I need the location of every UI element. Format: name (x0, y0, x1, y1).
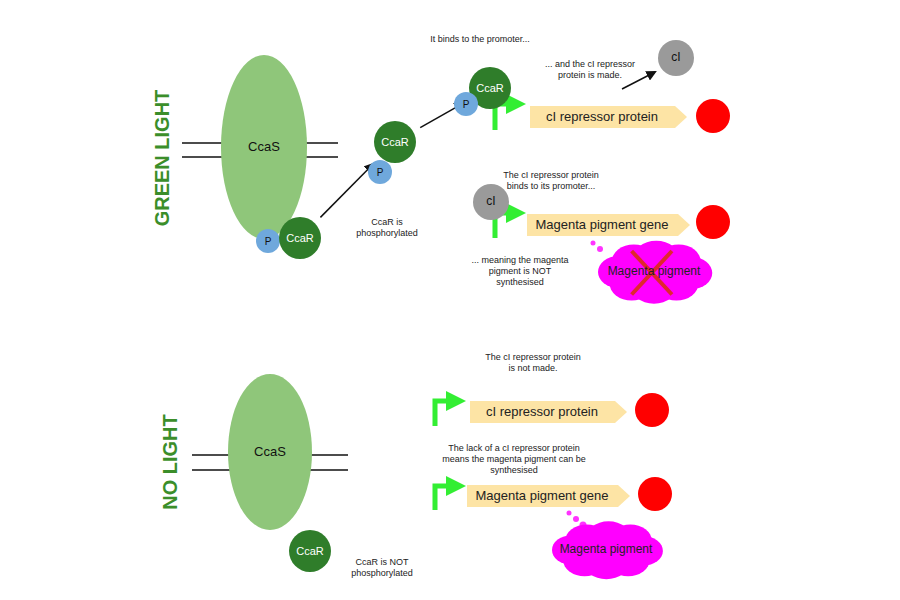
receptor-ellipse: CcaS (221, 55, 307, 239)
repressor-circle: cI (658, 40, 694, 76)
node-label: cI (671, 51, 680, 64)
regulator-circle: CcaR (289, 530, 331, 572)
note-text: It binds to the promoter... (430, 34, 530, 45)
protein-product (635, 99, 730, 511)
note-text: ... and the cI repressor protein is made… (536, 59, 644, 81)
regulator-circle: CcaR (374, 121, 416, 163)
node-label: cI repressor protein (486, 405, 598, 419)
regulator-circle: CcaR (279, 217, 321, 259)
node-label: Magenta pigment gene (536, 218, 669, 232)
note-text: CcaR is phosphorylated (347, 217, 427, 239)
note-text: ... meaning the magenta pigment is NOT s… (464, 255, 576, 287)
node-label: Magenta pigment gene (476, 489, 609, 503)
gene-arrow-box: Magenta pigment gene (527, 214, 690, 236)
node-label: P (463, 99, 470, 110)
node-label: Magenta pigment (608, 265, 701, 278)
node-label: CcaR (286, 232, 314, 244)
phosphate-circle: P (368, 160, 392, 184)
repressor-circle: cI (473, 184, 509, 220)
node-label: CcaS (248, 140, 280, 154)
gene-arrow-box: cI repressor protein (470, 401, 627, 423)
gene-arrow-box: cI repressor protein (530, 106, 687, 128)
phosphate-circle: P (454, 92, 478, 116)
condition-title: NO LIGHT (158, 382, 182, 542)
note-text: The lack of a cI repressor protein means… (434, 443, 594, 475)
node-label: CcaR (381, 136, 409, 148)
note-text: CcaR is NOT phosphorylated (342, 557, 422, 579)
pigment-cloud: Magenta pigment (598, 247, 710, 297)
node-label: CcaR (476, 82, 504, 94)
reaction-arrow (320, 164, 373, 217)
node-label: P (265, 236, 272, 247)
node-label: cI repressor protein (546, 110, 658, 124)
leader-arrow (622, 72, 655, 89)
node-label: P (377, 167, 384, 178)
pigment-cloud: Magenta pigment (552, 527, 661, 573)
note-text: The cI repressor protein is not made. (483, 352, 583, 374)
condition-title: GREEN LIGHT (150, 58, 174, 258)
node-label: CcaS (254, 445, 286, 459)
node-label: cI (486, 195, 495, 208)
phosphate-circle: P (256, 229, 280, 253)
receptor-ellipse: CcaS (228, 374, 312, 530)
node-label: Magenta pigment (560, 543, 653, 556)
note-text: The cI repressor protein binds to its pr… (501, 170, 601, 192)
gene-arrow-box: Magenta pigment gene (467, 485, 630, 507)
node-label: CcaR (296, 545, 324, 557)
